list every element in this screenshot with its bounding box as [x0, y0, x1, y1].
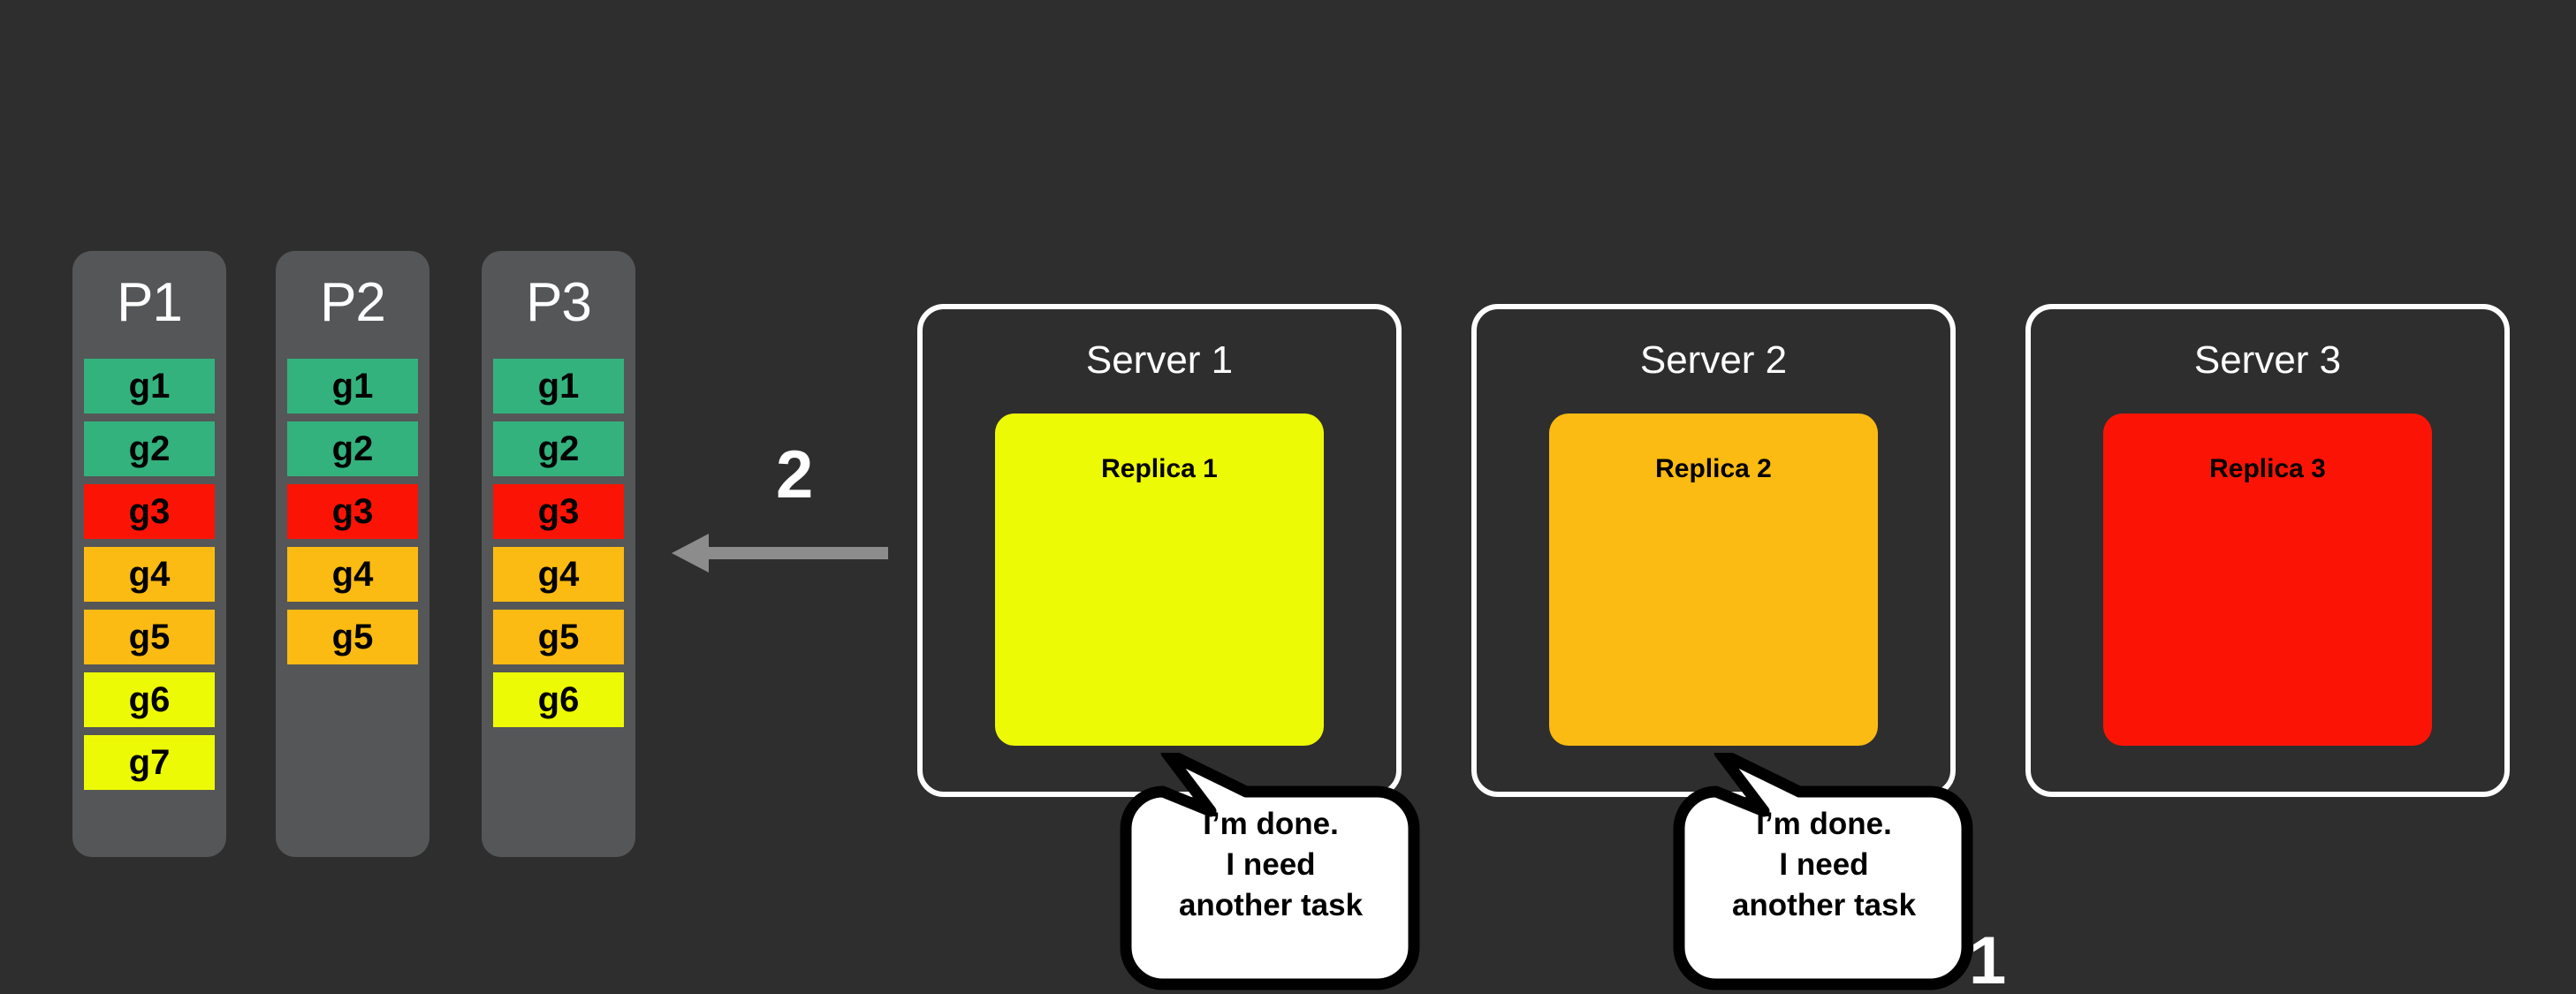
partition-label: P2	[320, 272, 386, 333]
group-stack: g1 g2 g3 g4 g5 g6	[493, 359, 624, 727]
group-stack: g1 g2 g3 g4 g5 g6 g7	[84, 359, 215, 790]
replica-box-3: Replica 3	[2103, 414, 2432, 746]
replica-box-1: Replica 1	[995, 414, 1324, 746]
group-block: g2	[287, 421, 418, 476]
group-block: g5	[287, 610, 418, 664]
server-box-3: Server 3 Replica 3	[2025, 304, 2510, 797]
group-block: g1	[84, 359, 215, 414]
group-block: g2	[84, 421, 215, 476]
replica-label: Replica 3	[2209, 454, 2326, 483]
group-stack: g1 g2 g3 g4 g5	[287, 359, 418, 664]
group-block: g5	[493, 610, 624, 664]
group-block: g4	[287, 547, 418, 602]
speech-bubble-server-1: I’m done. I need another task	[1112, 753, 1430, 994]
partition-column-p1: P1 g1 g2 g3 g4 g5 g6 g7	[72, 251, 226, 857]
replica-label: Replica 2	[1655, 454, 1772, 483]
replica-label: Replica 1	[1101, 454, 1218, 483]
server-box-2: Server 2 Replica 2	[1471, 304, 1956, 797]
group-block: g5	[84, 610, 215, 664]
group-block: g1	[493, 359, 624, 414]
speech-bubble-shape	[1120, 753, 1420, 990]
server-label: Server 1	[1085, 338, 1234, 382]
group-block: g3	[493, 484, 624, 539]
group-block: g2	[493, 421, 624, 476]
speech-bubble-shape	[1673, 753, 1973, 990]
group-block: g4	[493, 547, 624, 602]
group-block: g4	[84, 547, 215, 602]
server-box-1: Server 1 Replica 1	[917, 304, 1402, 797]
replica-box-2: Replica 2	[1549, 414, 1878, 746]
speech-bubble-server-2: I’m done. I need another task	[1665, 753, 1983, 994]
partition-label: P1	[117, 272, 183, 333]
group-block: g7	[84, 735, 215, 790]
partition-label: P3	[526, 272, 592, 333]
server-label: Server 2	[1639, 338, 1788, 382]
step-label-1: 1	[1969, 923, 2007, 994]
partition-column-p2: P2 g1 g2 g3 g4 g5	[276, 251, 429, 857]
group-block: g3	[84, 484, 215, 539]
step-label-2: 2	[776, 437, 814, 512]
bubble-text: I’m done. I need another task	[1178, 807, 1364, 923]
group-block: g1	[287, 359, 418, 414]
group-block: g6	[493, 672, 624, 727]
group-block: g3	[287, 484, 418, 539]
server-label: Server 3	[2193, 338, 2342, 382]
partition-column-p3: P3 g1 g2 g3 g4 g5 g6	[482, 251, 635, 857]
left-arrow-icon	[672, 534, 888, 573]
task-assignment-arrow-group: 2	[672, 442, 901, 601]
group-block: g6	[84, 672, 215, 727]
bubble-text: I’m done. I need another task	[1731, 807, 1917, 923]
